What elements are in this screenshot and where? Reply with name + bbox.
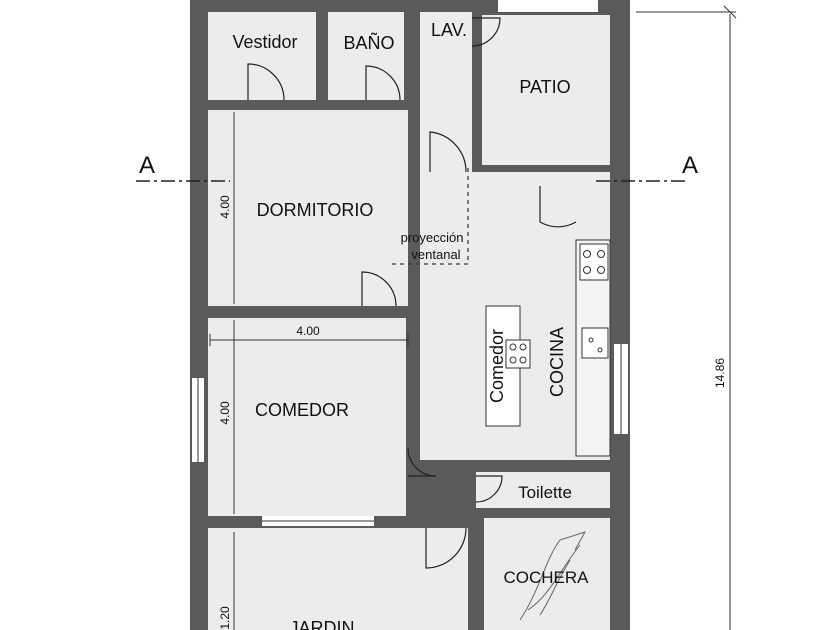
door-toilette: [475, 475, 503, 503]
dim-total-length: 14.86: [713, 358, 727, 388]
cochera-sketch: [519, 531, 587, 621]
room-label-jardin: JARDIN: [289, 618, 354, 630]
dim-jardin-height: 1.20: [218, 606, 232, 630]
cochera-floor: [484, 518, 610, 630]
room-label-bano: BAÑO: [343, 32, 394, 53]
room-label-toilette: Toilette: [518, 483, 572, 502]
room-label-cochera: COCHERA: [503, 568, 589, 587]
burner-icon: [597, 266, 605, 274]
section-marker-right: A: [682, 152, 698, 179]
room-label-comedor: COMEDOR: [255, 400, 349, 420]
door-kitchen-patio: [539, 186, 577, 228]
stove: [579, 243, 609, 281]
section-marker-left: A: [139, 152, 155, 179]
window-projection-outline: [392, 168, 469, 265]
comedor-floor: [208, 318, 406, 516]
burner-icon: [509, 356, 517, 364]
room-label-patio: PATIO: [519, 77, 570, 97]
patio-floor: [482, 15, 610, 165]
sink-drain-icon: [597, 347, 603, 353]
lavadero-floor: [420, 12, 472, 62]
dormitorio-floor: [208, 110, 408, 306]
vestidor-floor: [208, 12, 316, 100]
burner-icon: [597, 250, 605, 258]
burner-icon: [519, 356, 527, 364]
burner-icon: [519, 343, 527, 351]
jardin-floor: [208, 528, 468, 630]
burner-icon: [583, 266, 591, 274]
door-hall: [429, 131, 467, 173]
room-label-dormitorio: DORMITORIO: [257, 200, 374, 220]
room-label-vestidor: Vestidor: [232, 32, 297, 52]
island-cooktop: [505, 339, 531, 369]
annotation-projection-2: ventanal: [411, 247, 460, 262]
door-vestidor: [247, 63, 285, 101]
hall-floor: [420, 62, 472, 172]
burner-icon: [509, 343, 517, 351]
room-label-comedor-island: Comedor: [487, 329, 507, 403]
door-lav: [471, 17, 501, 47]
room-label-lavadero: LAV.: [431, 20, 467, 40]
sink-drain-icon: [588, 337, 594, 343]
burner-icon: [583, 250, 591, 258]
room-label-cocina: COCINA: [547, 327, 567, 397]
dim-dormitorio-height: 4.00: [218, 195, 232, 219]
door-jardin: [425, 527, 467, 569]
window-top-patio: [498, 0, 598, 12]
annotation-projection-1: proyección: [401, 230, 464, 245]
door-comedor: [407, 447, 437, 477]
sink: [581, 327, 609, 359]
dim-comedor-height: 4.00: [218, 401, 232, 425]
door-bano: [365, 65, 401, 101]
dim-comedor-width: 4.00: [296, 324, 320, 338]
door-dormitorio: [361, 271, 397, 307]
